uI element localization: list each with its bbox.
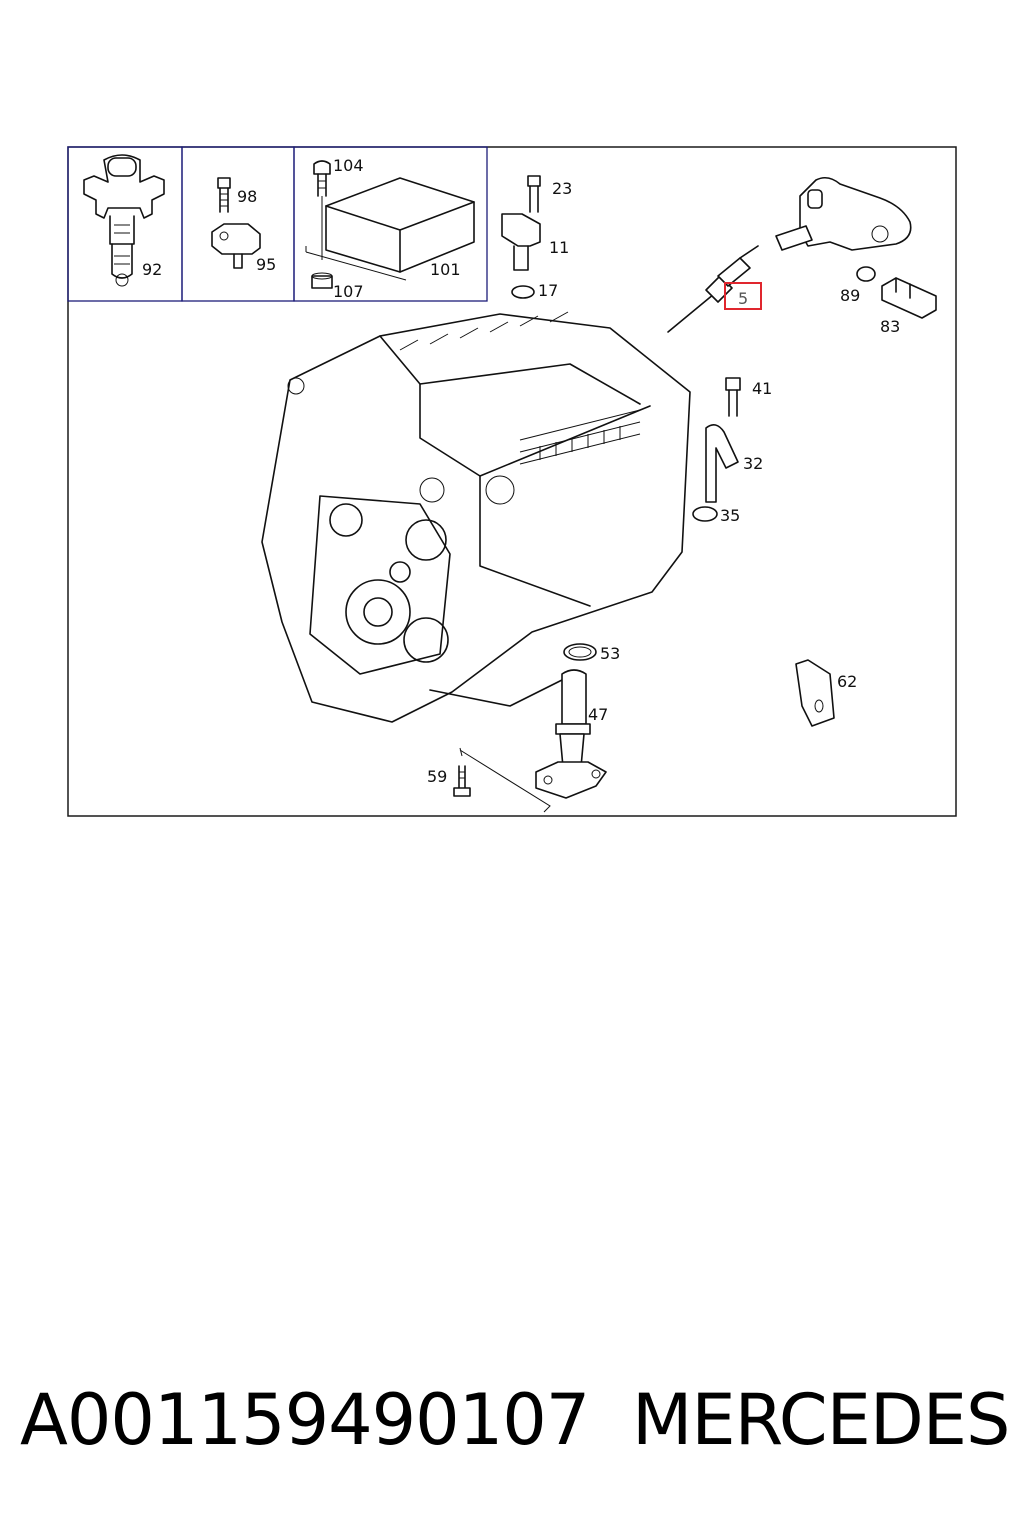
- part-53-o-ring-icon: [563, 643, 597, 661]
- part-104-bolt-icon: [313, 160, 331, 260]
- part-107-nut-icon: [311, 272, 333, 289]
- footer: A001159490107 MERCEDES: [0, 1370, 1024, 1480]
- part-housing-icon: [775, 176, 912, 251]
- label-95: 95: [256, 255, 276, 274]
- label-83: 83: [880, 317, 900, 336]
- leader-line-59: [459, 747, 551, 813]
- part-98-bolt-icon: [217, 177, 231, 213]
- part-95-sensor-icon: [211, 223, 261, 269]
- label-53: 53: [600, 644, 620, 663]
- label-23: 23: [552, 179, 572, 198]
- part-59-bolt-icon: [453, 765, 471, 797]
- label-62: 62: [837, 672, 857, 691]
- label-41: 41: [752, 379, 772, 398]
- label-92: 92: [142, 260, 162, 279]
- brand-name: MERCEDES: [632, 1379, 1010, 1461]
- label-5: 5: [738, 289, 748, 308]
- label-59: 59: [427, 767, 447, 786]
- label-107: 107: [333, 282, 364, 301]
- label-104: 104: [333, 156, 364, 175]
- label-32: 32: [743, 454, 763, 473]
- part-83-sensor-icon: [881, 277, 937, 319]
- label-11: 11: [549, 238, 569, 257]
- part-number: A001159490107: [20, 1379, 590, 1461]
- inset-boxes: [67, 146, 488, 302]
- label-89: 89: [840, 286, 860, 305]
- label-17: 17: [538, 281, 558, 300]
- label-101: 101: [430, 260, 461, 279]
- label-47: 47: [588, 705, 608, 724]
- part-35-seal-icon: [692, 506, 718, 522]
- label-98: 98: [237, 187, 257, 206]
- part-17-o-ring-icon: [511, 285, 535, 299]
- part-41-bolt-icon: [725, 377, 741, 417]
- part-92-sensor-icon: [83, 154, 165, 287]
- inset-box-101: [293, 146, 488, 302]
- part-62-bracket-icon: [795, 659, 835, 727]
- part-23-bolt-icon: [527, 175, 541, 213]
- engine-block-icon: [261, 311, 691, 723]
- label-35: 35: [720, 506, 740, 525]
- diagram-frame: [67, 146, 957, 817]
- highlight-box-5: [724, 282, 762, 310]
- part-101-control-module-icon: [305, 177, 475, 281]
- part-11-sensor-icon: [501, 213, 541, 271]
- part-32-bracket-icon: [705, 424, 739, 503]
- part-47-dipstick-tube-icon: [535, 669, 607, 799]
- part-89-washer-icon: [856, 266, 876, 282]
